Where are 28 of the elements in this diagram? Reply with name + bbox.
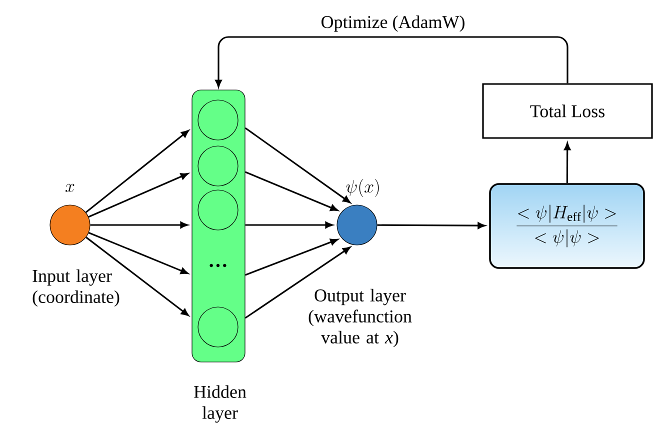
arrow: [564, 142, 571, 184]
arrow: [90, 222, 188, 228]
arrow: [245, 171, 338, 211]
layer-label: Hidden layer: [194, 385, 246, 423]
output-node: [336, 204, 378, 246]
loss-formula-box: $\frac{<\psi|H_{\mathrm{eff}}|\psi>}{<\psi|\psi>}$: [489, 183, 645, 269]
ellipsis: ···: [210, 264, 226, 268]
neuron-circle: [198, 100, 238, 140]
arrow: [244, 246, 350, 319]
neuron-circle: [198, 190, 238, 230]
total-loss-box: Total Loss: [482, 83, 653, 139]
arrow: [377, 222, 486, 229]
layer-label: Input layer (coordinate): [32, 269, 120, 307]
node-label: $\psi(x)$: [346, 179, 379, 197]
neuron-circle: [198, 306, 238, 348]
layer-label: Output layer (wavefunction value at x): [308, 288, 412, 348]
arrow: [88, 173, 188, 218]
arrow: [244, 127, 351, 204]
feedback-arrow: [215, 36, 568, 88]
edge-label: Optimize (AdamW): [320, 14, 466, 33]
neuron-circle: [198, 146, 238, 186]
arrow: [86, 236, 189, 316]
node-label: $x$: [66, 184, 74, 192]
arrow: [245, 222, 333, 228]
arrow: [85, 130, 189, 213]
input-node: [50, 204, 90, 246]
arrow: [245, 238, 338, 276]
arrow: [88, 232, 188, 274]
